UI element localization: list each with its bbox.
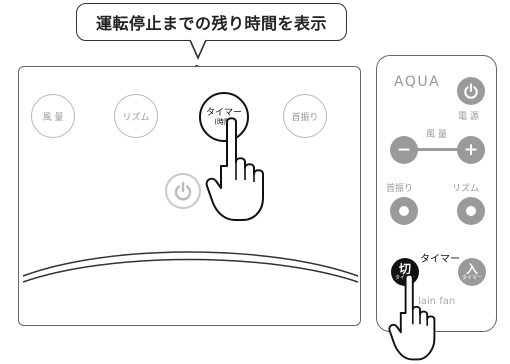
- rhythm-button[interactable]: リズム: [114, 94, 158, 138]
- remote-airflow-label: 風 量: [426, 130, 447, 140]
- timer-off-label: 切: [398, 262, 411, 276]
- timer-button[interactable]: タイマー (時間): [199, 92, 249, 142]
- remote-swing-button[interactable]: [390, 197, 418, 225]
- timer-sub-label: (時間): [214, 118, 234, 127]
- pointing-hand-icon: [205, 117, 264, 221]
- brand-label: lain fan: [418, 296, 456, 307]
- remote-timer-label: タイマー: [420, 254, 460, 265]
- timer-on-label: 入: [465, 262, 478, 276]
- panel-curve: [22, 251, 359, 283]
- swing-button[interactable]: 首振り: [283, 94, 327, 138]
- airflow-label: 風 量: [42, 112, 64, 123]
- timer-label: タイマー: [205, 107, 242, 118]
- airflow-connector: [402, 148, 471, 151]
- rhythm-label: リズム: [122, 112, 150, 123]
- airflow-plus-button[interactable]: +: [457, 136, 485, 164]
- remote-swing-label: 首振り: [386, 184, 414, 194]
- remote-rhythm-label: リズム: [452, 184, 480, 194]
- remote-rhythm-button[interactable]: [457, 197, 485, 225]
- power-icon: [464, 83, 478, 99]
- minus-icon: −: [396, 140, 412, 160]
- aqua-logo: AQUA: [394, 74, 441, 90]
- power-icon: [174, 181, 192, 201]
- timer-on-sub: タイマー: [461, 275, 482, 281]
- airflow-minus-button[interactable]: −: [390, 136, 418, 164]
- remote-power-label: 電 源: [458, 112, 479, 122]
- plus-icon: +: [463, 140, 479, 160]
- pointing-hand-icon: [388, 273, 436, 361]
- callout-label: 運転停止までの残り時間を表示: [76, 3, 347, 41]
- timer-on-button[interactable]: 入 タイマー: [458, 258, 486, 286]
- airflow-button[interactable]: 風 量: [31, 94, 75, 138]
- swing-label: 首振り: [291, 112, 319, 123]
- main-power-button[interactable]: [165, 173, 201, 209]
- remote-power-button[interactable]: [457, 77, 485, 105]
